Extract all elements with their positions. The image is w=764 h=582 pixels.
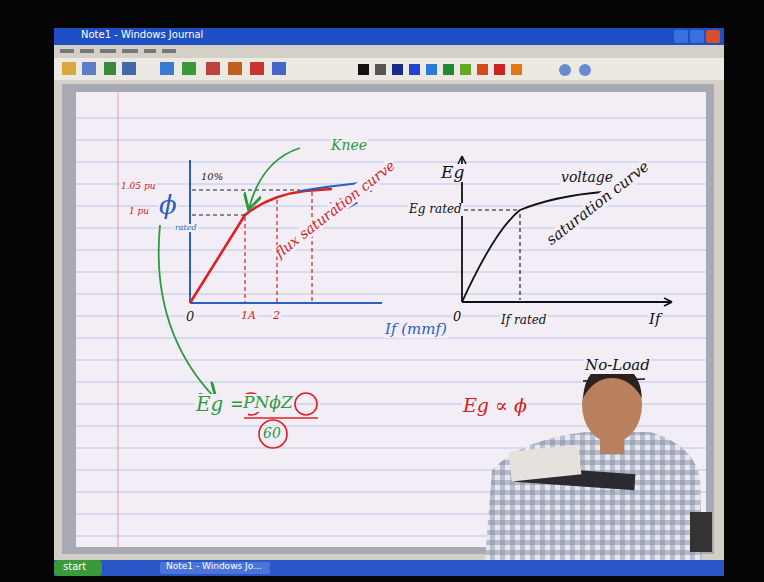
axis-value: Eg rated bbox=[408, 203, 463, 216]
origin-label: 0 bbox=[185, 310, 195, 324]
flux-subscript: rated bbox=[174, 224, 198, 232]
axis-name: If (mmf) bbox=[384, 322, 448, 338]
axis-value: 1 pu bbox=[128, 207, 150, 216]
proportionality-note: Eg ∝ ϕ bbox=[462, 396, 528, 416]
condition-note: No-Load bbox=[584, 358, 651, 374]
axis-name: If bbox=[648, 312, 661, 328]
emf-equation: Eg = bbox=[195, 394, 248, 415]
window-title: Note1 - Windows Journal bbox=[80, 30, 204, 41]
curve-name: voltage bbox=[560, 170, 614, 185]
axis-value: If rated bbox=[500, 314, 548, 327]
origin-label: 0 bbox=[452, 310, 462, 324]
taskbar-item: Note1 - Windows Jo... bbox=[165, 562, 263, 571]
start-button: start bbox=[62, 562, 87, 573]
emf-denominator: 60 bbox=[262, 426, 282, 441]
axis-value: 2 bbox=[272, 310, 281, 322]
axis-value: 1.05 pu bbox=[120, 182, 156, 191]
axis-value: 1A bbox=[240, 310, 257, 322]
percent-note: 10% bbox=[200, 172, 224, 183]
emf-numerator: PNϕZ bbox=[242, 394, 294, 412]
flux-symbol: ϕ bbox=[158, 192, 178, 219]
knee-note: Knee bbox=[330, 138, 368, 153]
axis-name: Eg bbox=[440, 164, 465, 182]
